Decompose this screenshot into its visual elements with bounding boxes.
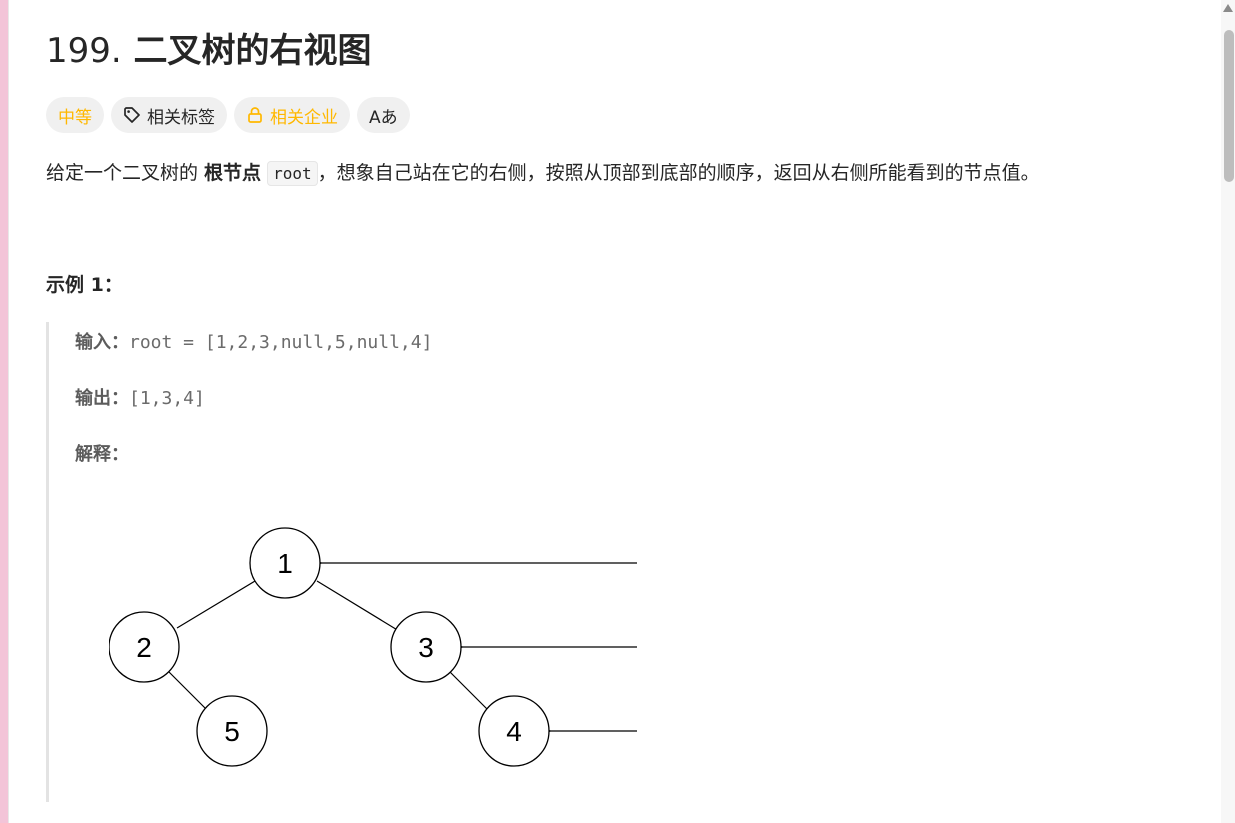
related-companies-button[interactable]: 相关企业: [234, 97, 350, 133]
lock-icon: [246, 106, 264, 124]
output-label: 输出：: [75, 388, 129, 409]
tree-node-1: 1: [249, 527, 321, 599]
scroll-up-arrow-icon[interactable]: [1223, 4, 1233, 12]
tree-node-2: 2: [109, 611, 180, 683]
related-companies-label: 相关企业: [270, 107, 338, 128]
tree-node-4: 4: [478, 695, 550, 767]
tree-node-1-label: 1: [277, 548, 293, 579]
description-code: root: [267, 161, 318, 186]
problem-name: 二叉树的右视图: [133, 31, 372, 71]
explanation-label: 解释：: [75, 444, 129, 465]
example-explanation: 解释：: [75, 440, 129, 466]
problem-title: 199. 二叉树的右视图: [46, 28, 372, 74]
output-value: [1,3,4]: [129, 388, 205, 409]
difficulty-badge: 中等: [46, 97, 104, 133]
tag-row: 中等 相关标签 相关企业 Aあ: [46, 97, 410, 133]
related-tags-label: 相关标签: [147, 107, 215, 128]
difficulty-label: 中等: [58, 107, 92, 128]
left-edge-panel: [0, 0, 9, 823]
tree-node-3: 3: [390, 611, 462, 683]
example-output: 输出：[1,3,4]: [75, 384, 205, 410]
tree-node-5-label: 5: [224, 716, 240, 747]
example-input: 输入：root = [1,2,3,null,5,null,4]: [75, 328, 432, 354]
example-title: 示例 1：: [46, 274, 123, 296]
edge-1-2: [176, 580, 256, 629]
description-bold: 根节点: [204, 162, 262, 184]
edge-3-4: [449, 671, 493, 715]
description-text-2: ，想象自己站在它的右侧，按照从顶部到底部的顺序，返回从右侧所能看到的节点值。: [317, 162, 1040, 184]
input-value: root = [1,2,3,null,5,null,4]: [129, 332, 433, 353]
edge-2-5: [168, 671, 208, 711]
translate-icon: Aあ: [369, 107, 398, 128]
tree-node-3-label: 3: [418, 632, 434, 663]
problem-description: 给定一个二叉树的 根节点 root，想象自己站在它的右侧，按照从顶部到底部的顺序…: [46, 158, 1040, 189]
edge-1-3: [316, 580, 400, 632]
problem-number: 199.: [46, 31, 122, 71]
scroll-thumb[interactable]: [1224, 30, 1234, 182]
related-tags-button[interactable]: 相关标签: [111, 97, 227, 133]
translate-button[interactable]: Aあ: [357, 97, 410, 133]
input-label: 输入：: [75, 332, 129, 353]
tree-node-5: 5: [196, 695, 268, 767]
tag-icon: [123, 106, 141, 124]
tree-node-4-label: 4: [506, 716, 522, 747]
tree-diagram: 1 2 3 5 4: [109, 527, 637, 767]
tree-node-2-label: 2: [136, 632, 152, 663]
scrollbar[interactable]: [1221, 0, 1235, 823]
description-text-1: 给定一个二叉树的: [46, 162, 205, 184]
example-block: 输入：root = [1,2,3,null,5,null,4] 输出：[1,3,…: [46, 322, 669, 802]
